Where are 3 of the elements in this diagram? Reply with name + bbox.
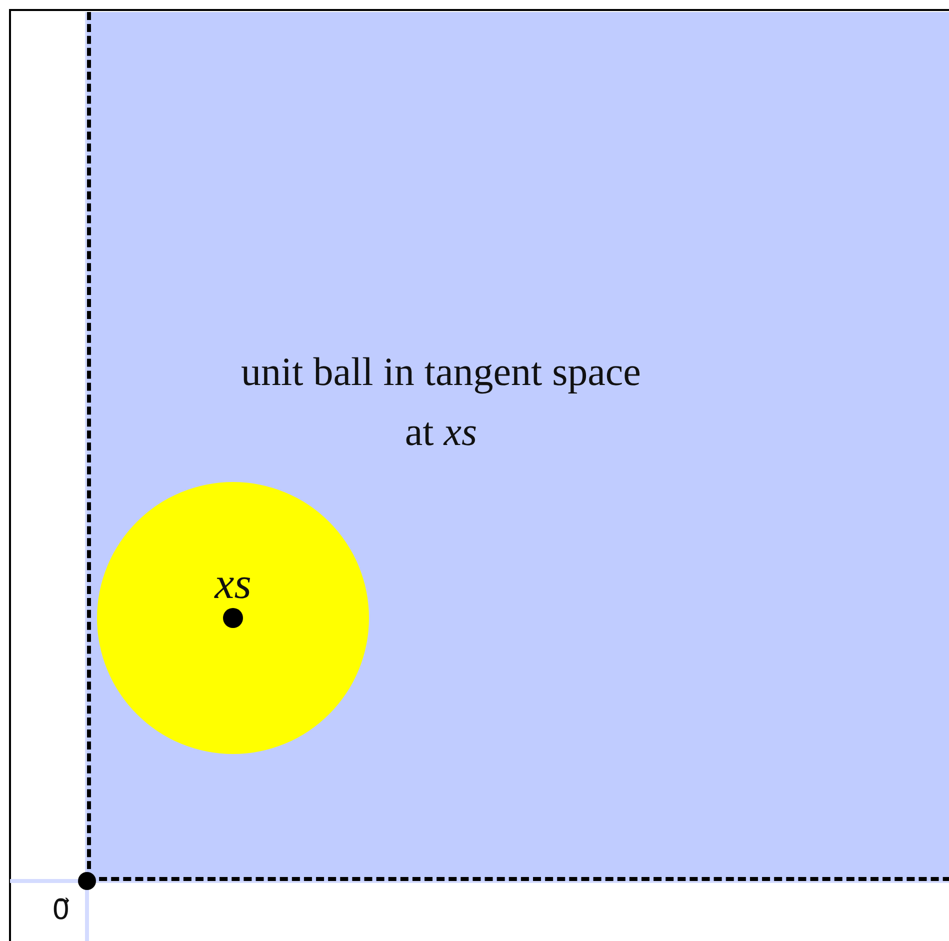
point-label: xs	[213, 558, 252, 610]
origin-label: 0⃗	[52, 892, 70, 928]
region-label: unit ball in tangent space at xs	[240, 348, 642, 456]
